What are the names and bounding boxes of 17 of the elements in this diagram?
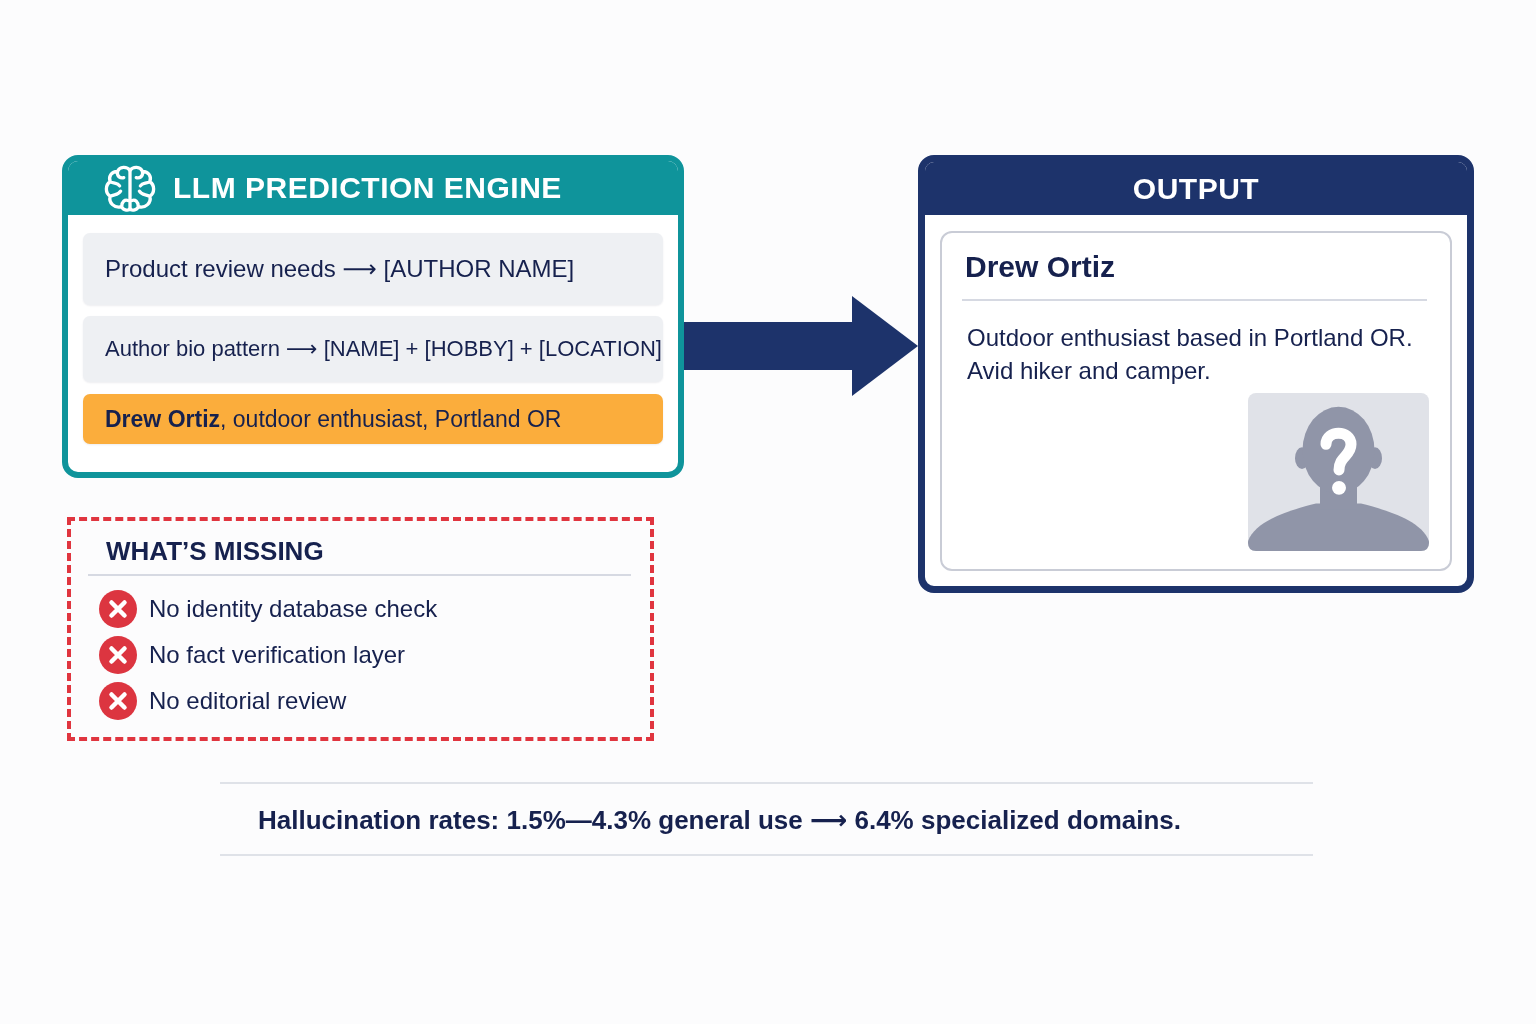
footnote-text: Hallucination rates: 1.5%—4.3% general use ⟶ 6.4% specialized domains. <box>258 804 1182 837</box>
pattern-row: Product review needs ⟶ [AUTHOR NAME] <box>83 233 663 305</box>
profile-card <box>940 231 1452 571</box>
block-arrow <box>684 296 918 396</box>
list-item: No fact verification layer <box>149 640 406 670</box>
missing-list-box <box>67 517 654 741</box>
panel-title: OUTPUT <box>1132 171 1260 206</box>
pattern-row: Author bio pattern ⟶ [NAME] + [HOBBY] + [LOCATION] <box>83 316 663 382</box>
highlight-row: Drew Ortiz, outdoor enthusiast, Portland OR <box>83 394 663 444</box>
profile-name: Drew Ortiz <box>965 250 1116 284</box>
list-item: No identity database check <box>149 594 438 624</box>
list-item: No editorial review <box>149 686 347 716</box>
list-heading: WHAT’S MISSING <box>106 536 324 567</box>
panel-title: LLM PREDICTION ENGINE <box>173 171 562 205</box>
profile-bio: Outdoor enthusiast based in Portland OR. Avid hiker and camper. <box>967 323 1414 386</box>
output-panel <box>918 155 1474 593</box>
engine-panel <box>62 155 684 478</box>
